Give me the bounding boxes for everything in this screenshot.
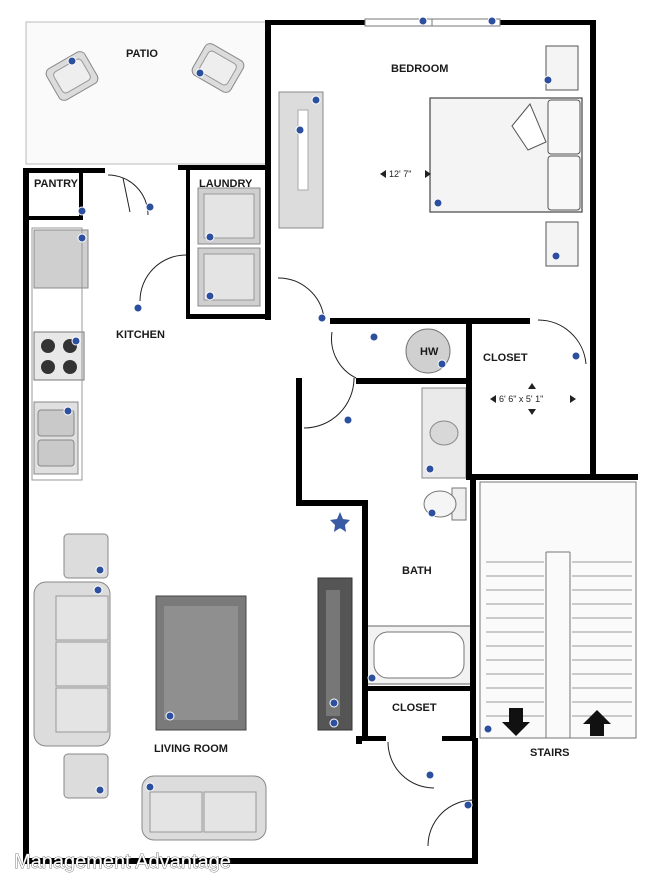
bedroom-dimension: 12' 7"	[380, 169, 431, 179]
room-label-kitchen: KITCHEN	[116, 329, 165, 341]
room-label-closet-hall: CLOSET	[392, 702, 437, 714]
room-label-pantry: PANTRY	[34, 178, 79, 190]
stairs-up-arrow	[583, 710, 611, 736]
room-label-bath: BATH	[402, 565, 432, 577]
bedroom-dimension-text: 12' 7"	[389, 169, 411, 179]
stairs	[479, 481, 637, 739]
stairs-down-arrow	[502, 708, 530, 736]
stove	[33, 331, 85, 381]
star-marker	[330, 512, 350, 532]
room-label-hw: HW	[420, 346, 439, 358]
patio-chair-right	[191, 43, 245, 93]
room-label-closet-main: CLOSET	[483, 352, 528, 364]
rug	[155, 595, 247, 731]
nightstand-bottom	[545, 221, 579, 267]
bath-vanity	[421, 387, 467, 479]
patio-area	[25, 21, 269, 165]
closet-dimension-text: 6' 6" x 5' 1"	[499, 394, 543, 404]
room-label-living-room: LIVING ROOM	[154, 743, 228, 755]
bed	[429, 97, 583, 213]
doors	[107, 174, 587, 847]
room-label-bedroom: BEDROOM	[391, 63, 448, 75]
patio-chair-left	[45, 51, 99, 101]
bedroom-window	[364, 18, 501, 27]
info-markers	[63, 16, 581, 810]
room-label-patio: PATIO	[126, 48, 158, 60]
closet-dimension: 6' 6" x 5' 1"	[490, 383, 576, 415]
sofa	[33, 581, 111, 747]
loveseat	[141, 775, 267, 841]
room-label-stairs: STAIRS	[530, 747, 570, 759]
watermark: Management Advantage	[14, 851, 231, 873]
room-label-laundry: LAUNDRY	[199, 178, 253, 190]
bathtub	[365, 625, 473, 685]
walls	[23, 20, 638, 864]
